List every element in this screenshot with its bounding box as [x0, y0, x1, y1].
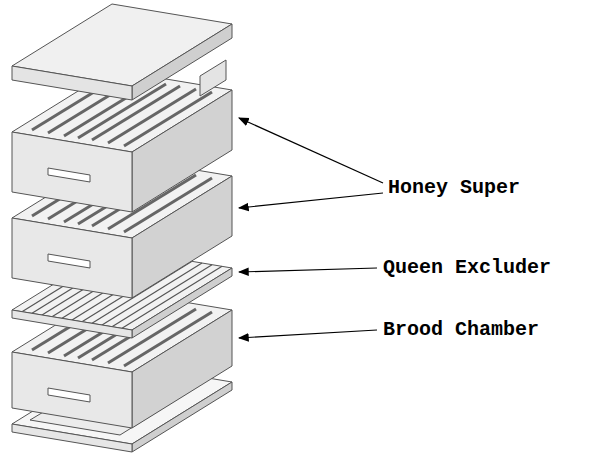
part-label: Queen Excluder	[383, 257, 551, 279]
part-label: Honey Super	[388, 177, 520, 199]
leader-lines	[239, 118, 383, 338]
hive-lid	[12, 4, 232, 100]
part-label: Brood Chamber	[383, 319, 539, 341]
